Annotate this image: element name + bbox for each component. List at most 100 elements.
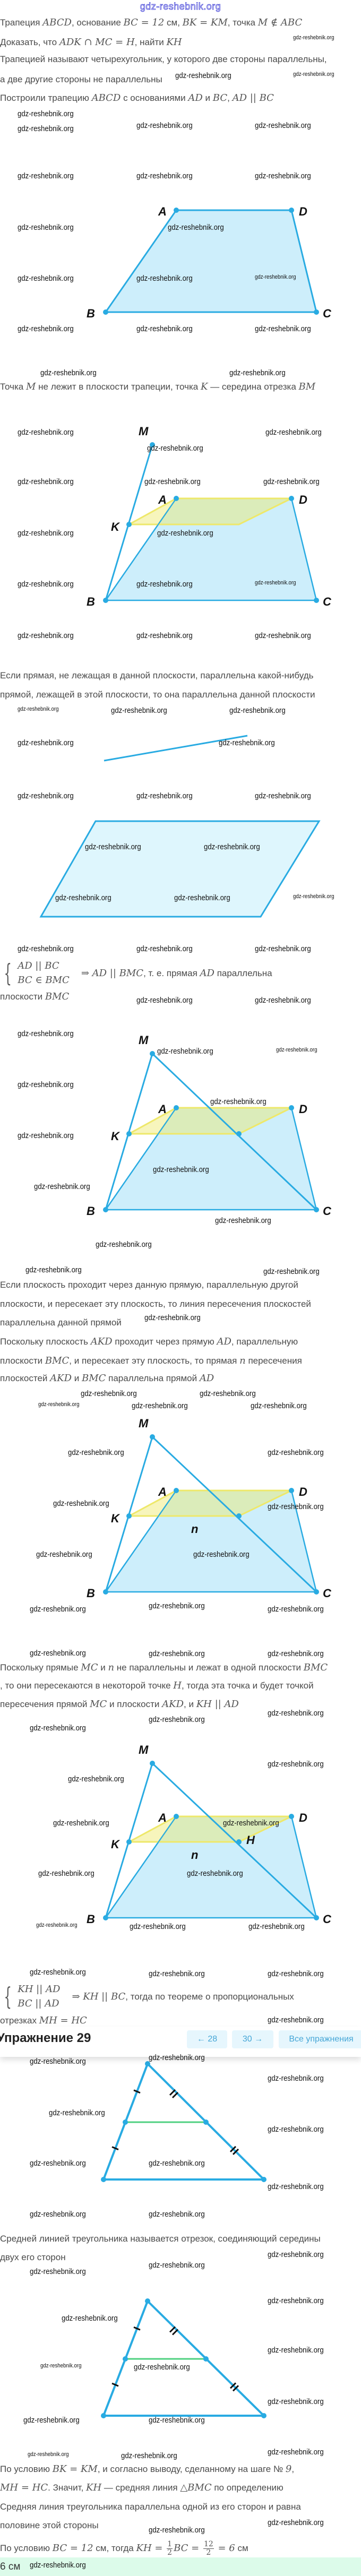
- point-dot: [101, 2413, 106, 2418]
- point-dot: [126, 1839, 132, 1845]
- watermark: gdz-reshebnik.org: [255, 324, 311, 333]
- text-fragment: параллельна: [214, 968, 272, 978]
- math-expression: AD: [188, 92, 203, 104]
- text-fragment: ,: [227, 93, 233, 103]
- watermark: gdz-reshebnik.org: [130, 1922, 186, 1931]
- watermark: gdz-reshebnik.org: [144, 477, 201, 486]
- text-fragment: пересечения: [245, 1356, 302, 1366]
- watermark: gdz-reshebnik.org: [268, 1502, 324, 1511]
- watermark: gdz-reshebnik.org: [36, 1922, 78, 1928]
- text-line: Трапеция ABCD, основание BC = 12 см, BK …: [0, 17, 302, 29]
- math-expression: BMC: [45, 1355, 70, 1366]
- text-line: плоскости, и пересекает эту плоскость, т…: [0, 1298, 311, 1310]
- watermark: gdz-reshebnik.org: [149, 1601, 205, 1610]
- point-label-K: K: [111, 520, 121, 533]
- equal-tick-mark: [133, 2326, 141, 2331]
- watermark: gdz-reshebnik.org: [136, 996, 193, 1005]
- math-expression: KH || AD: [18, 1984, 61, 1995]
- equal-tick-mark: [111, 2146, 119, 2150]
- watermark: gdz-reshebnik.org: [255, 631, 311, 640]
- fraction-denominator: 2: [206, 2548, 211, 2557]
- point-label-B: B: [87, 595, 95, 608]
- watermark: gdz-reshebnik.org: [265, 428, 322, 437]
- text-fragment: По условию: [0, 2464, 53, 2474]
- watermark: gdz-reshebnik.org: [30, 1968, 86, 1977]
- watermark: gdz-reshebnik.org: [149, 2210, 205, 2219]
- next-exercise-button[interactable]: 30 →: [232, 2030, 273, 2048]
- math-expression: BMC: [303, 1662, 328, 1673]
- prev-exercise-button[interactable]: ← 28: [187, 2030, 227, 2048]
- watermark: gdz-reshebnik.org: [30, 2561, 86, 2570]
- point-label-K: K: [111, 1838, 121, 1851]
- watermark: gdz-reshebnik.org: [18, 124, 74, 133]
- watermark: gdz-reshebnik.org: [134, 2363, 190, 2372]
- math-expression: BK = KM: [182, 17, 228, 28]
- math-expression: ⇒ AD || BMC: [81, 967, 144, 979]
- watermark: gdz-reshebnik.org: [53, 1819, 109, 1828]
- watermark: gdz-reshebnik.org: [30, 1605, 86, 1614]
- text-fragment: — средняя линия: [101, 2483, 180, 2493]
- math-expression: MC: [81, 1662, 98, 1673]
- watermark: gdz-reshebnik.org: [136, 791, 193, 800]
- point-dot: [126, 1131, 132, 1136]
- watermark: gdz-reshebnik.org: [38, 1869, 94, 1878]
- watermark: gdz-reshebnik.org: [293, 71, 334, 77]
- watermark: gdz-reshebnik.org: [215, 1216, 271, 1225]
- watermark: gdz-reshebnik.org: [18, 223, 74, 232]
- math-expression: M ∉ ABC: [257, 17, 303, 28]
- text-fragment: Средняя линия треугольника параллельна о…: [0, 2502, 301, 2512]
- exercise-title: Упражнение 29: [0, 2031, 91, 2045]
- text-fragment: Трапеция: [0, 18, 43, 28]
- watermark: gdz-reshebnik.org: [18, 738, 74, 747]
- text-line: Поскольку прямые MC и n не параллельны и…: [0, 1662, 328, 1674]
- point-label-A: A: [158, 1485, 167, 1498]
- text-line: параллельна данной прямой: [0, 1317, 122, 1329]
- watermark: gdz-reshebnik.org: [68, 1448, 124, 1457]
- system-row: AD || BC: [18, 959, 70, 973]
- watermark: gdz-reshebnik.org: [149, 2159, 205, 2168]
- text-line: По условию BK = KM, и согласно выводу, с…: [0, 2463, 294, 2475]
- text-line: плоскостей AKD и BMC параллельна прямой …: [0, 1373, 214, 1384]
- point-dot: [289, 208, 294, 213]
- watermark: gdz-reshebnik.org: [276, 1047, 317, 1053]
- system-conclusion: ⇒ KH || BC, тогда по теореме о пропорцио…: [72, 1991, 294, 2002]
- point-dot: [126, 522, 132, 527]
- watermark: gdz-reshebnik.org: [268, 2015, 324, 2024]
- text-fragment: прямой, лежащей в этой плоскости, то она…: [0, 690, 315, 700]
- watermark: gdz-reshebnik.org: [149, 2261, 205, 2270]
- math-expression: 9: [285, 2463, 292, 2475]
- watermark: gdz-reshebnik.org: [200, 1389, 256, 1398]
- watermark: gdz-reshebnik.org: [157, 1047, 213, 1056]
- answer-box: 6 см: [0, 2557, 361, 2576]
- watermark: gdz-reshebnik.org: [149, 2053, 205, 2062]
- watermark: gdz-reshebnik.org: [25, 1265, 82, 1274]
- text-line: плоскости BMC: [0, 991, 69, 1003]
- point-dot: [314, 1915, 319, 1920]
- fraction-numerator: 1: [167, 2540, 173, 2549]
- all-exercises-button[interactable]: Все упражнения: [279, 2030, 361, 2048]
- point-label-C: C: [323, 1204, 332, 1218]
- watermark: gdz-reshebnik.org: [268, 2448, 324, 2457]
- text-line: плоскости BMC, и пересекает эту плоскост…: [0, 1355, 302, 1367]
- math-expression: n: [108, 1662, 115, 1673]
- point-label-D: D: [299, 1102, 307, 1116]
- answer-value: 6 см: [0, 2561, 21, 2572]
- watermark: gdz-reshebnik.org: [210, 1097, 267, 1106]
- point-label-M: M: [139, 1033, 149, 1047]
- text-fragment: — середина отрезка: [208, 382, 299, 392]
- watermark: gdz-reshebnik.org: [62, 2314, 118, 2323]
- system-row: KH || AD: [18, 1982, 60, 1996]
- point-dot: [150, 1051, 155, 1056]
- math-expression: AD: [217, 1336, 231, 1347]
- watermark: gdz-reshebnik.org: [149, 2416, 205, 2425]
- point-dot: [261, 2177, 267, 2182]
- watermark: gdz-reshebnik.org: [111, 706, 167, 715]
- text-fragment: см,: [164, 18, 183, 28]
- point-label-D: D: [299, 493, 307, 506]
- watermark: gdz-reshebnik.org: [18, 1131, 74, 1140]
- watermark: gdz-reshebnik.org: [255, 171, 311, 180]
- point-dot: [101, 2177, 106, 2182]
- watermark: gdz-reshebnik.org: [81, 1389, 137, 1398]
- text-line: Если плоскость проходит через данную пря…: [0, 1279, 298, 1291]
